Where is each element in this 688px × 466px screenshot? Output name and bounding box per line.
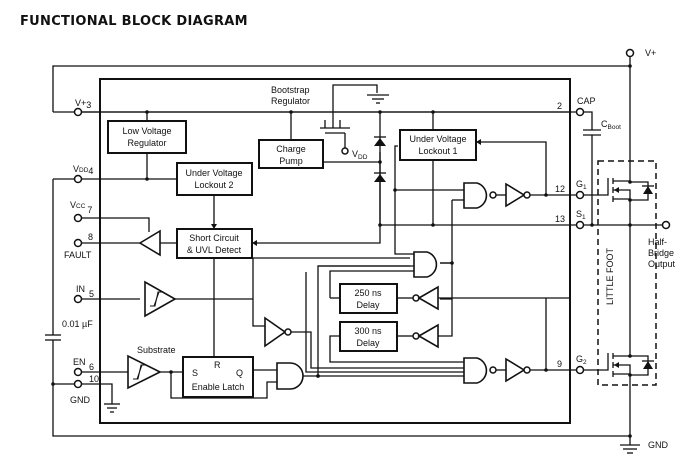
ground-icon-top [367, 94, 389, 104]
delay-250ns-block: 250 ns Delay [330, 283, 570, 314]
delay-300ns-block: 300 ns Delay [329, 299, 464, 363]
svg-text:250 ns: 250 ns [354, 288, 382, 298]
svg-text:Under Voltage: Under Voltage [185, 168, 242, 178]
ic-package-outline [99, 78, 571, 424]
svg-text:2: 2 [557, 101, 562, 111]
little-foot-label: LITTLE FOOT [605, 247, 615, 305]
pin-gnd-10: 10 GND [70, 374, 99, 405]
outer-wires [52, 65, 630, 437]
svg-text:S1: S1 [576, 209, 586, 221]
bootstrap-label-2: Regulator [271, 96, 310, 106]
svg-text:GND: GND [70, 395, 91, 405]
ground-icon [104, 403, 120, 413]
external-vplus: V+ [625, 48, 656, 182]
bootstrap-label-1: Bootstrap [271, 85, 310, 95]
pin-vdd-4: VDD4 [73, 164, 93, 184]
svg-text:S: S [192, 368, 198, 378]
svg-text:Low Voltage: Low Voltage [122, 126, 171, 136]
svg-text:Pump: Pump [279, 156, 303, 166]
svg-text:R: R [214, 360, 221, 370]
svg-text:8: 8 [88, 232, 93, 242]
substrate-label: Substrate [137, 345, 176, 355]
pin-vplus-3: V+3 [73, 98, 91, 117]
svg-text:Half-: Half- [648, 237, 667, 247]
svg-text:CBoot: CBoot [601, 119, 621, 131]
capacitor-value: 0.01 µF [62, 319, 93, 329]
pin-fault-8: 8 FAULT [64, 232, 93, 260]
under-voltage-lockout-1-block: Under Voltage Lockout 1 [393, 112, 547, 255]
external-ground: GND [620, 440, 669, 454]
svg-text:G1: G1 [576, 179, 587, 191]
in-inverter [264, 316, 464, 369]
svg-text:Short Circuit: Short Circuit [189, 233, 239, 243]
pin-en-6: EN 6 [73, 357, 94, 377]
half-bridge-output: Half- Bridge Output [584, 220, 676, 269]
svg-text:FAULT: FAULT [64, 250, 92, 260]
pin-cap-2: 2 CAP [82, 96, 596, 117]
svg-text:Output: Output [648, 259, 676, 269]
svg-text:CAP: CAP [577, 96, 596, 106]
pin-s1-13: 13 S1 [380, 209, 586, 230]
svg-text:G2: G2 [576, 354, 587, 366]
svg-text:V+3: V+3 [75, 98, 91, 110]
fault-buffer [138, 229, 161, 257]
high-side-nand-gate [395, 182, 531, 265]
low-voltage-regulator-block: Low Voltage Regulator [107, 110, 187, 181]
svg-text:Delay: Delay [356, 300, 380, 310]
little-foot-package [597, 160, 657, 386]
bypass-capacitor [45, 334, 61, 386]
svg-text:VDD4: VDD4 [73, 164, 93, 176]
svg-text:Regulator: Regulator [127, 138, 166, 148]
pin-in-5: IN 5 [73, 284, 94, 304]
svg-text:12: 12 [555, 184, 565, 194]
svg-text:300 ns: 300 ns [354, 326, 382, 336]
svg-text:Lockout 1: Lockout 1 [418, 146, 457, 156]
bootstrap-diodes [374, 110, 386, 227]
charge-pump-block: Charge Pump [258, 112, 380, 169]
under-voltage-lockout-2-block: Under Voltage Lockout 2 [176, 162, 253, 229]
short-circuit-uvl-detect-block: Short Circuit & UVL Detect [176, 152, 381, 357]
vdd-internal-label: VDD [352, 149, 368, 161]
bootstrap-capacitor: CBoot [583, 111, 621, 227]
svg-text:EN: EN [73, 357, 86, 367]
svg-text:Delay: Delay [356, 338, 380, 348]
svg-text:V+: V+ [645, 48, 656, 58]
svg-text:Enable Latch: Enable Latch [192, 382, 245, 392]
low-side-mosfet [584, 353, 654, 445]
input-schmitt-buffer [144, 280, 177, 318]
svg-text:Charge: Charge [276, 144, 306, 154]
svg-text:Lockout 2: Lockout 2 [194, 180, 233, 190]
svg-text:9: 9 [557, 359, 562, 369]
svg-text:GND: GND [648, 440, 669, 450]
enable-latch-block: S R Q Enable Latch [182, 356, 277, 398]
svg-text:13: 13 [555, 214, 565, 224]
svg-text:Under Voltage: Under Voltage [409, 134, 466, 144]
diagram-title: FUNCTIONAL BLOCK DIAGRAM [20, 14, 248, 29]
svg-text:Q: Q [236, 368, 243, 378]
enable-schmitt-buffer [127, 354, 162, 390]
center-and-gate [253, 251, 453, 300]
pin-g2-9: 9 G2 [530, 298, 587, 375]
svg-text:10: 10 [89, 374, 99, 384]
low-side-nand-gate [305, 272, 531, 384]
high-side-mosfet [584, 178, 654, 355]
svg-text:5: 5 [89, 289, 94, 299]
svg-text:Bridge: Bridge [648, 248, 674, 258]
bootstrap-mosfet [289, 84, 378, 155]
svg-text:IN: IN [76, 284, 85, 294]
svg-text:& UVL Detect: & UVL Detect [187, 245, 242, 255]
pin-g1-12: 12 G1 [530, 179, 587, 200]
svg-text:6: 6 [89, 362, 94, 372]
